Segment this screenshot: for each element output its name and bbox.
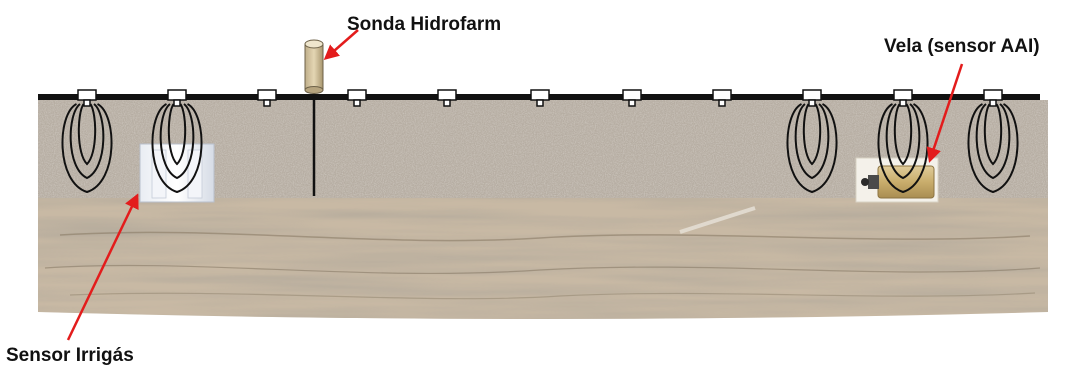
label-sensor-irrigas: Sensor Irrigás: [6, 345, 134, 367]
subsoil-layer: [38, 198, 1048, 319]
label-vela-sensor: Vela (sensor AAI): [884, 36, 1040, 58]
irrigas-sensor: [140, 144, 214, 202]
label-sonda-hidrofarm: Sonda Hidrofarm: [347, 14, 501, 36]
